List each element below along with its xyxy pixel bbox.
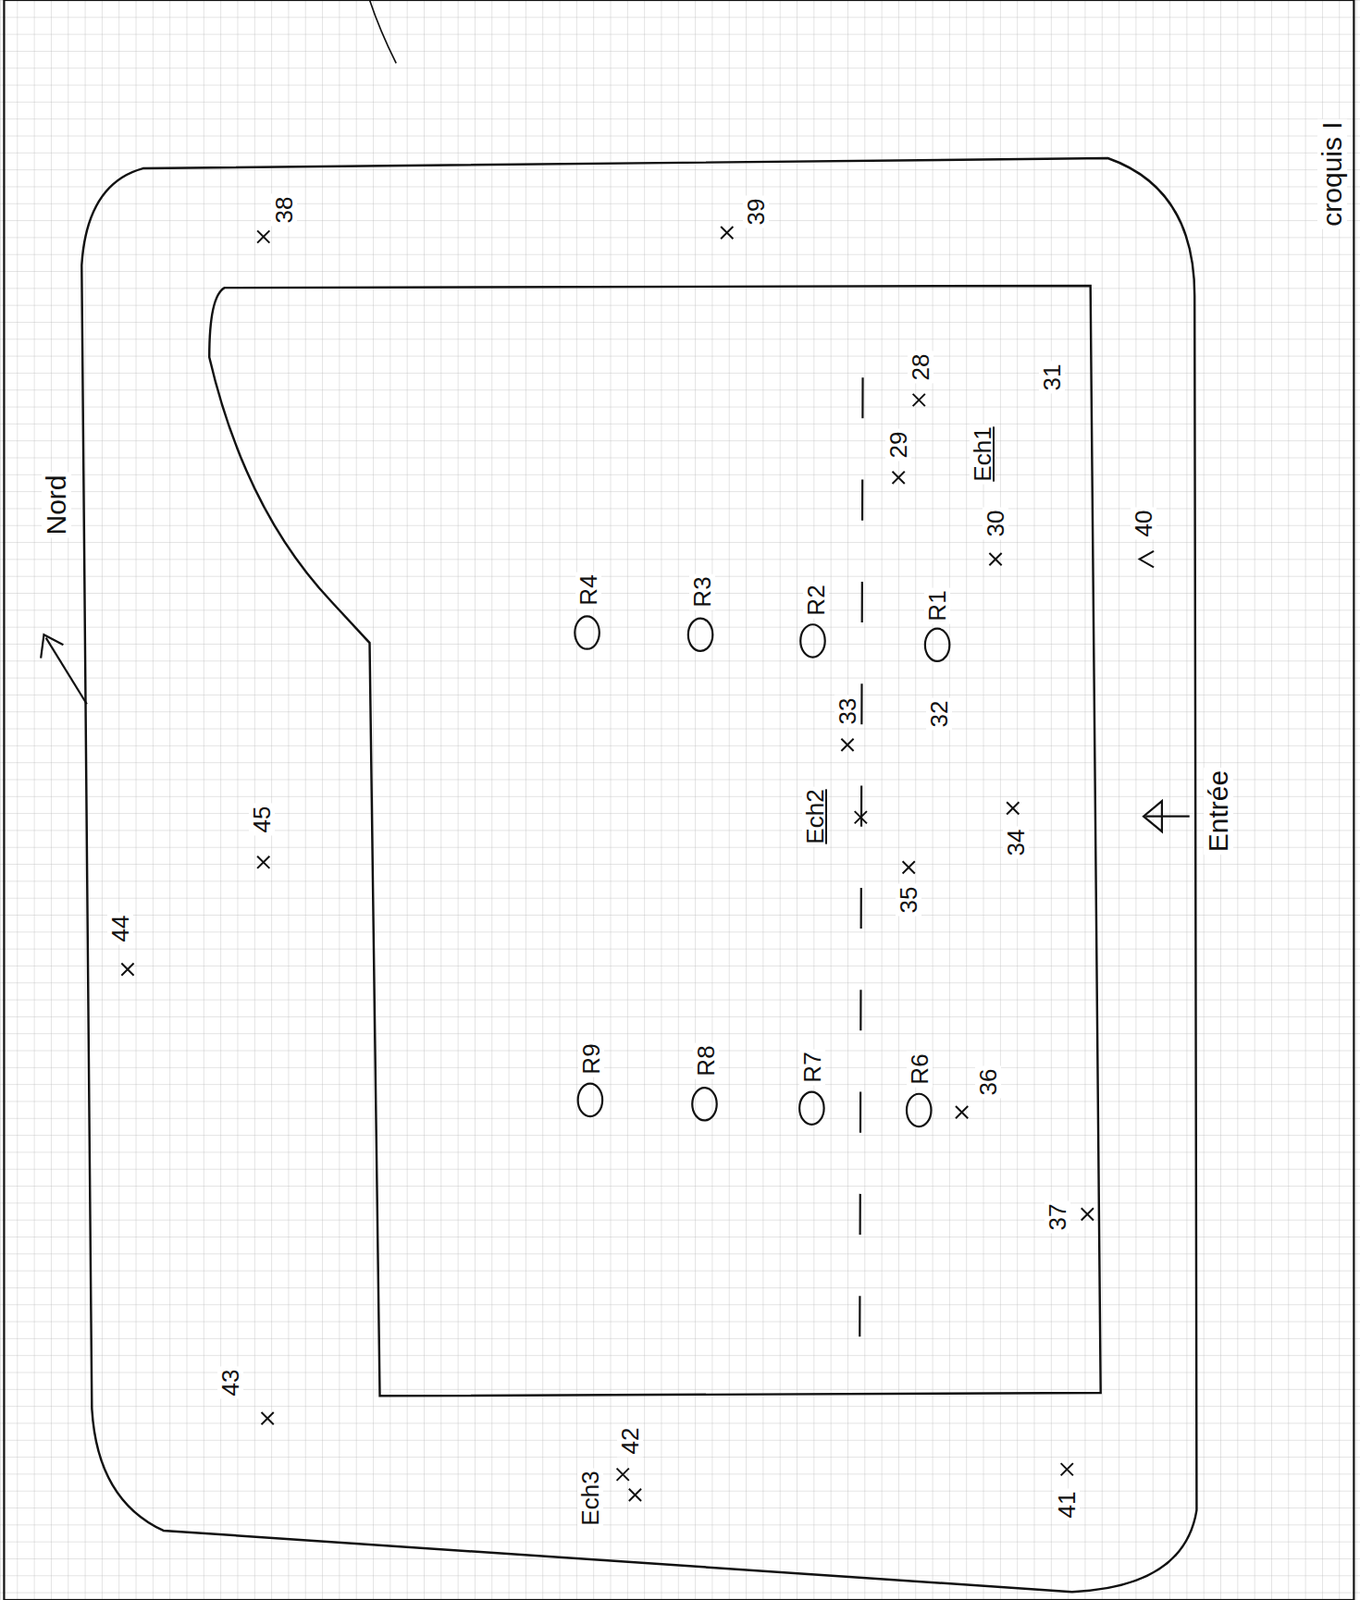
inner-area — [209, 285, 1101, 1397]
sample-label: Ech2 — [802, 786, 829, 847]
entrance-label: Entrée — [1203, 767, 1234, 855]
point-number: 43 — [217, 1367, 244, 1400]
point-number: 42 — [617, 1424, 643, 1458]
page-frame — [3, 0, 1354, 1600]
point-number: 40 — [1130, 507, 1157, 541]
post-holes — [574, 616, 950, 1127]
sheet-title: croquis I — [1317, 118, 1348, 229]
caret-mark — [1139, 551, 1154, 569]
dashed-axis — [859, 377, 863, 1348]
hole-label: R4 — [575, 571, 602, 608]
point-number: 32 — [926, 698, 952, 731]
point-number: 45 — [248, 803, 275, 836]
point-number: 44 — [107, 913, 134, 946]
hole-label: R6 — [906, 1051, 933, 1088]
point-number: 37 — [1044, 1201, 1071, 1235]
point-number: 41 — [1053, 1489, 1080, 1522]
point-number: 30 — [982, 507, 1009, 541]
point-number: 34 — [1002, 827, 1029, 860]
north-arrow — [40, 634, 87, 705]
point-number: 35 — [895, 884, 922, 917]
hole-label: R9 — [578, 1041, 605, 1078]
north-label: Nord — [41, 472, 72, 539]
hole-label: R7 — [799, 1049, 826, 1086]
point-number: 29 — [885, 429, 912, 462]
point-number: 31 — [1038, 361, 1065, 395]
point-number: 36 — [975, 1065, 1002, 1099]
hole-label: R8 — [692, 1043, 719, 1080]
pen-stroke — [370, 0, 397, 63]
point-number: 28 — [907, 351, 934, 384]
point-number: 38 — [271, 194, 297, 227]
hole-label: R2 — [803, 581, 829, 619]
hole-label: R1 — [924, 588, 951, 625]
sample-label: Ech3 — [577, 1468, 604, 1529]
point-number: 33 — [834, 695, 861, 729]
hole-label: R3 — [689, 573, 716, 610]
sample-label: Ech1 — [969, 423, 996, 484]
entrance-arrow — [1143, 801, 1190, 832]
survey-crosses — [121, 226, 1094, 1502]
outer-enclosure — [81, 158, 1197, 1593]
point-number: 39 — [742, 196, 769, 229]
